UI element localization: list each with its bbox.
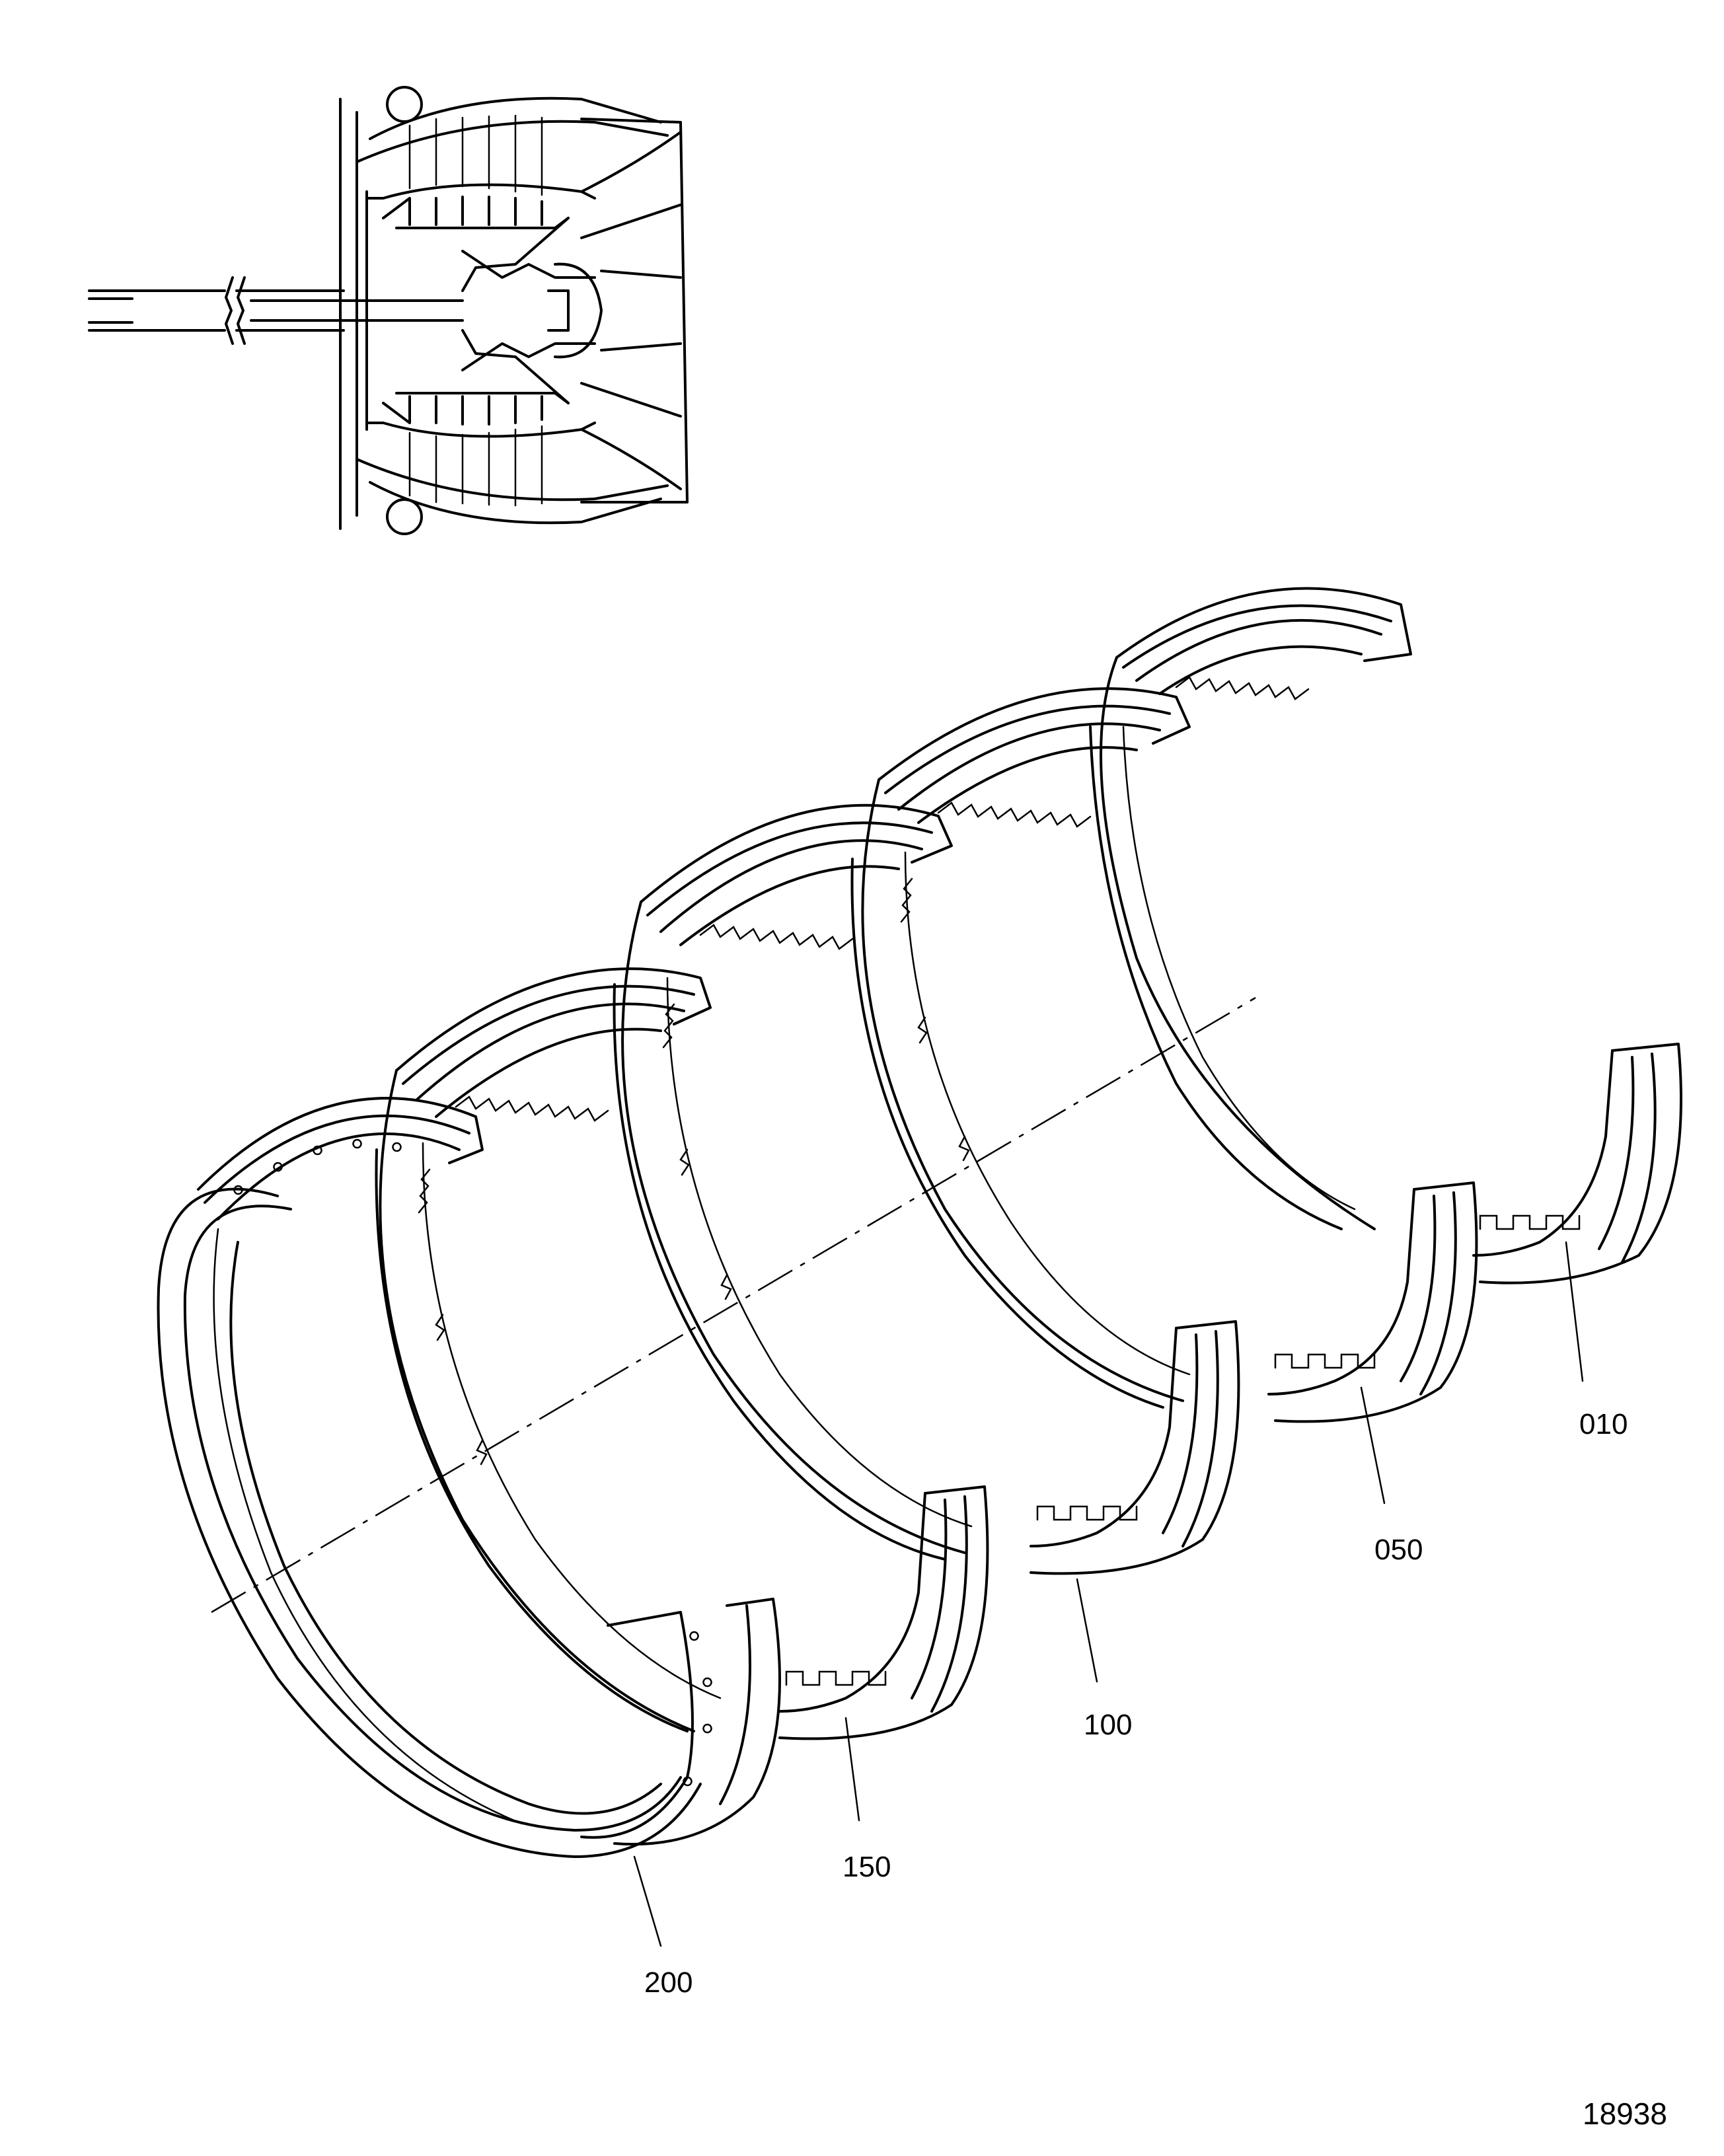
callout-050: 050 (1374, 1534, 1423, 1566)
callout-150: 150 (843, 1851, 891, 1883)
leader-150 (844, 1717, 860, 1822)
ring-010 (1089, 587, 1682, 1284)
leader-100 (1076, 1578, 1098, 1683)
callout-100: 100 (1084, 1709, 1132, 1741)
ring-200 (157, 1097, 781, 1858)
callout-200: 200 (644, 1966, 693, 1999)
ring-100 (613, 803, 1240, 1575)
center-axis (211, 996, 1256, 1614)
leader-lines (633, 1241, 1584, 1947)
callout-010: 010 (1579, 1408, 1628, 1440)
leader-010 (1565, 1241, 1584, 1382)
ring-150 (375, 967, 989, 1740)
locator-cross-section (88, 86, 689, 535)
ring-050 (850, 687, 1478, 1423)
leader-050 (1360, 1386, 1386, 1505)
figure-number: 18938 (1583, 2097, 1667, 2131)
leader-200 (633, 1855, 662, 1947)
